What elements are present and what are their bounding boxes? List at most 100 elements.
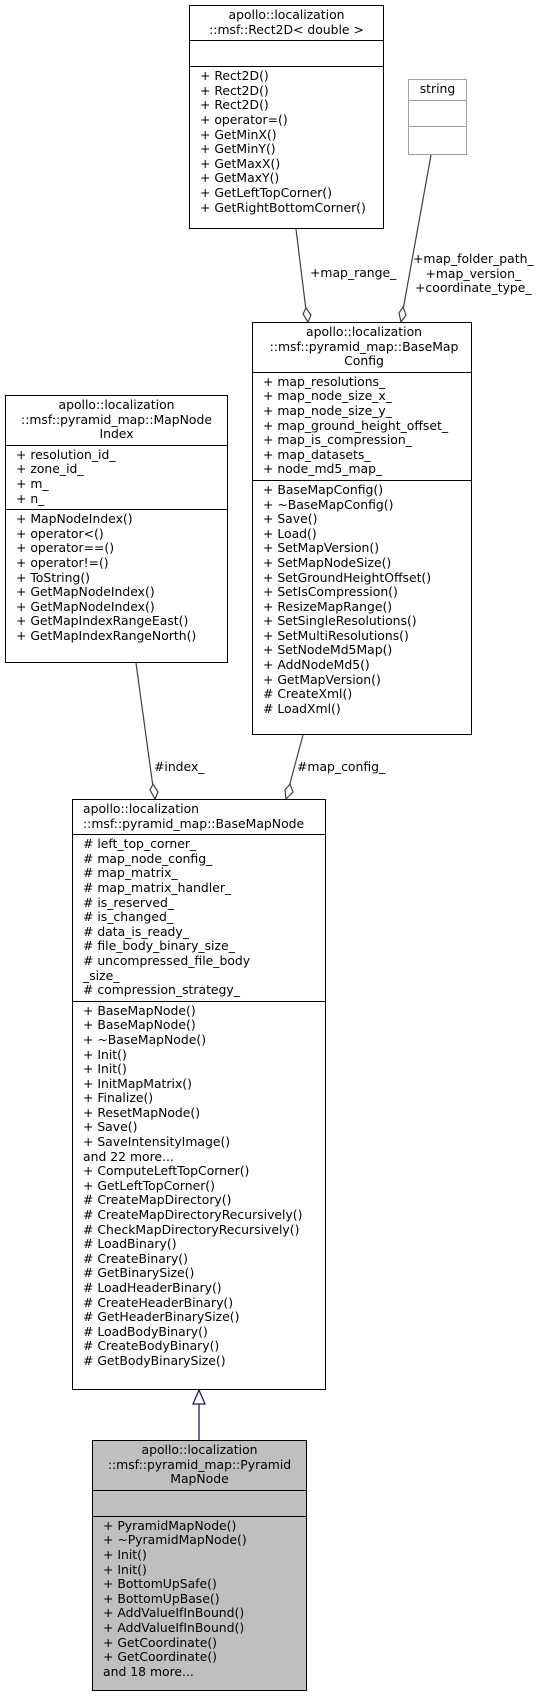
- title-line: ::msf::pyramid_map::MapNode: [21, 411, 212, 427]
- class-pyramid-map-node[interactable]: apollo::localization ::msf::pyramid_map:…: [92, 1440, 307, 1691]
- attribute-item: # compression_strategy_: [83, 982, 240, 998]
- method-item: + GetCoordinate(): [103, 1649, 217, 1665]
- method-item: + Save(): [263, 511, 318, 527]
- title-line: ::msf::pyramid_map::BaseMapNode: [83, 815, 305, 831]
- method-item: + AddValueIfInBound(): [103, 1605, 245, 1621]
- methods-section: + PyramidMapNode() + ~PyramidMapNode() +…: [93, 1515, 306, 1683]
- attribute-item: # uncompressed_file_body: [83, 952, 251, 968]
- method-item: + Rect2D(): [200, 68, 269, 84]
- edge-label-line: +map_folder_path_: [413, 251, 534, 266]
- class-title: apollo::localization ::msf::pyramid_map:…: [6, 396, 227, 445]
- method-item: + ~BaseMapNode(): [83, 1031, 207, 1047]
- method-item: + AddNodeMd5(): [263, 657, 370, 673]
- title-line: apollo::localization: [306, 324, 422, 339]
- method-item: + operator=(): [200, 111, 288, 127]
- method-item: + PyramidMapNode(): [103, 1517, 237, 1533]
- class-string[interactable]: string: [408, 79, 467, 155]
- edge-label-map-config: #map_config_: [297, 759, 386, 775]
- edge-label-string-members: +map_folder_path_ +map_version_ +coordin…: [413, 251, 534, 296]
- method-item: + GetMapVersion(): [263, 671, 381, 687]
- attribute-item: + map_ground_height_offset_: [263, 417, 449, 433]
- method-item: + Load(): [263, 525, 317, 541]
- attributes-section: + resolution_id_ + zone_id_ + m_ + n_: [6, 444, 227, 509]
- class-base-map-node[interactable]: apollo::localization ::msf::pyramid_map:…: [72, 799, 326, 1390]
- attribute-item: _size_: [83, 967, 120, 983]
- aggregation-diamond: [398, 305, 407, 324]
- edge-label-line: +coordinate_type_: [415, 280, 532, 296]
- attribute-item: # is_changed_: [83, 909, 174, 925]
- method-item: + BaseMapConfig(): [263, 481, 384, 497]
- attribute-item: # data_is_ready_: [83, 923, 189, 939]
- methods-section: + Rect2D() + Rect2D() + Rect2D() + opera…: [190, 66, 383, 218]
- edge-index: [135, 662, 154, 788]
- method-item: + SetNodeMd5Map(): [263, 642, 393, 658]
- method-item: + GetLeftTopCorner(): [200, 184, 332, 200]
- class-title: apollo::localization ::msf::pyramid_map:…: [73, 800, 325, 834]
- method-item: + GetMapIndexRangeNorth(): [16, 627, 197, 643]
- method-item: + SetSingleResolutions(): [263, 613, 417, 629]
- method-item: # LoadHeaderBinary(): [83, 1280, 222, 1295]
- method-item: + InitMapMatrix(): [83, 1075, 192, 1091]
- method-item: and 22 more...: [83, 1148, 174, 1164]
- method-item: + ResetMapNode(): [83, 1104, 201, 1120]
- method-item: # LoadXml(): [263, 700, 341, 716]
- method-item: + Init(): [103, 1561, 147, 1577]
- method-item: + SetMapNodeSize(): [263, 554, 392, 570]
- method-item: + ComputeLeftTopCorner(): [83, 1163, 250, 1179]
- method-item: + SetGroundHeightOffset(): [263, 569, 432, 585]
- attributes-section: # left_top_corner_ # map_node_config_ # …: [73, 834, 325, 1001]
- methods-section: [409, 125, 466, 152]
- attribute-item: + map_resolutions_: [263, 373, 386, 389]
- method-item: + ResizeMapRange(): [263, 598, 393, 614]
- attribute-item: + map_node_size_x_: [263, 388, 392, 404]
- class-base-map-config[interactable]: apollo::localization ::msf::pyramid_map:…: [252, 322, 472, 735]
- title-line: MapNode: [170, 1471, 229, 1487]
- method-item: + MapNodeIndex(): [16, 511, 133, 527]
- method-item: # GetBodyBinarySize(): [83, 1352, 226, 1368]
- edge-label-line: #map_config_: [297, 759, 386, 774]
- method-item: + Save(): [83, 1119, 138, 1135]
- method-item: + Init(): [103, 1546, 147, 1562]
- method-item: + operator<(): [16, 525, 104, 541]
- method-item: + SaveIntensityImage(): [83, 1134, 231, 1150]
- attribute-item: + node_md5_map_: [263, 461, 383, 477]
- attribute-item: # file_body_binary_size_: [83, 938, 235, 954]
- method-item: + GetMinX(): [200, 126, 277, 142]
- method-item: + Finalize(): [83, 1090, 154, 1106]
- class-rect2d[interactable]: apollo::localization ::msf::Rect2D< doub…: [189, 5, 384, 229]
- edge-label-index: #index_: [154, 759, 205, 775]
- title-line: ::msf::pyramid_map::BaseMap: [269, 338, 459, 354]
- method-item: + BaseMapNode(): [83, 1002, 196, 1018]
- attribute-item: + resolution_id_: [16, 446, 116, 462]
- attributes-section: + map_resolutions_ + map_node_size_x_ + …: [253, 371, 471, 480]
- title-line: apollo::localization: [228, 7, 345, 22]
- aggregation-diamond: [284, 782, 294, 801]
- method-item: # CreateBodyBinary(): [83, 1338, 220, 1354]
- attribute-item: + m_: [16, 475, 49, 491]
- title-line: apollo::localization: [83, 801, 199, 816]
- method-item: # LoadBodyBinary(): [83, 1323, 208, 1339]
- aggregation-diamond: [149, 782, 159, 801]
- title-line: ::msf::pyramid_map::Pyramid: [107, 1456, 292, 1472]
- methods-section: + BaseMapConfig() + ~BaseMapConfig() + S…: [253, 479, 471, 720]
- methods-section: + MapNodeIndex() + operator<() + operato…: [6, 509, 227, 646]
- title-line: Index: [99, 426, 134, 442]
- method-item: + ~PyramidMapNode(): [103, 1532, 247, 1548]
- method-item: + SetMultiResolutions(): [263, 627, 409, 643]
- method-item: + ~BaseMapConfig(): [263, 496, 394, 512]
- attribute-item: + map_node_size_y_: [263, 402, 392, 418]
- class-title: string: [409, 80, 466, 100]
- edge-label-line: #index_: [154, 759, 205, 774]
- method-item: + operator!=(): [16, 554, 109, 570]
- class-map-node-index[interactable]: apollo::localization ::msf::pyramid_map:…: [5, 395, 228, 663]
- method-item: + Init(): [83, 1046, 127, 1062]
- edge-label-line: +map_range_: [310, 265, 397, 280]
- method-item: + Rect2D(): [200, 82, 269, 98]
- method-item: + GetMinY(): [200, 141, 276, 157]
- title-line: string: [419, 81, 456, 96]
- edge-string-members: [402, 154, 432, 311]
- title-line: Config: [344, 353, 384, 369]
- attribute-item: # is_reserved_: [83, 894, 175, 910]
- method-item: + GetMapNodeIndex(): [16, 598, 155, 614]
- title-line: ::msf::Rect2D< double >: [209, 21, 364, 37]
